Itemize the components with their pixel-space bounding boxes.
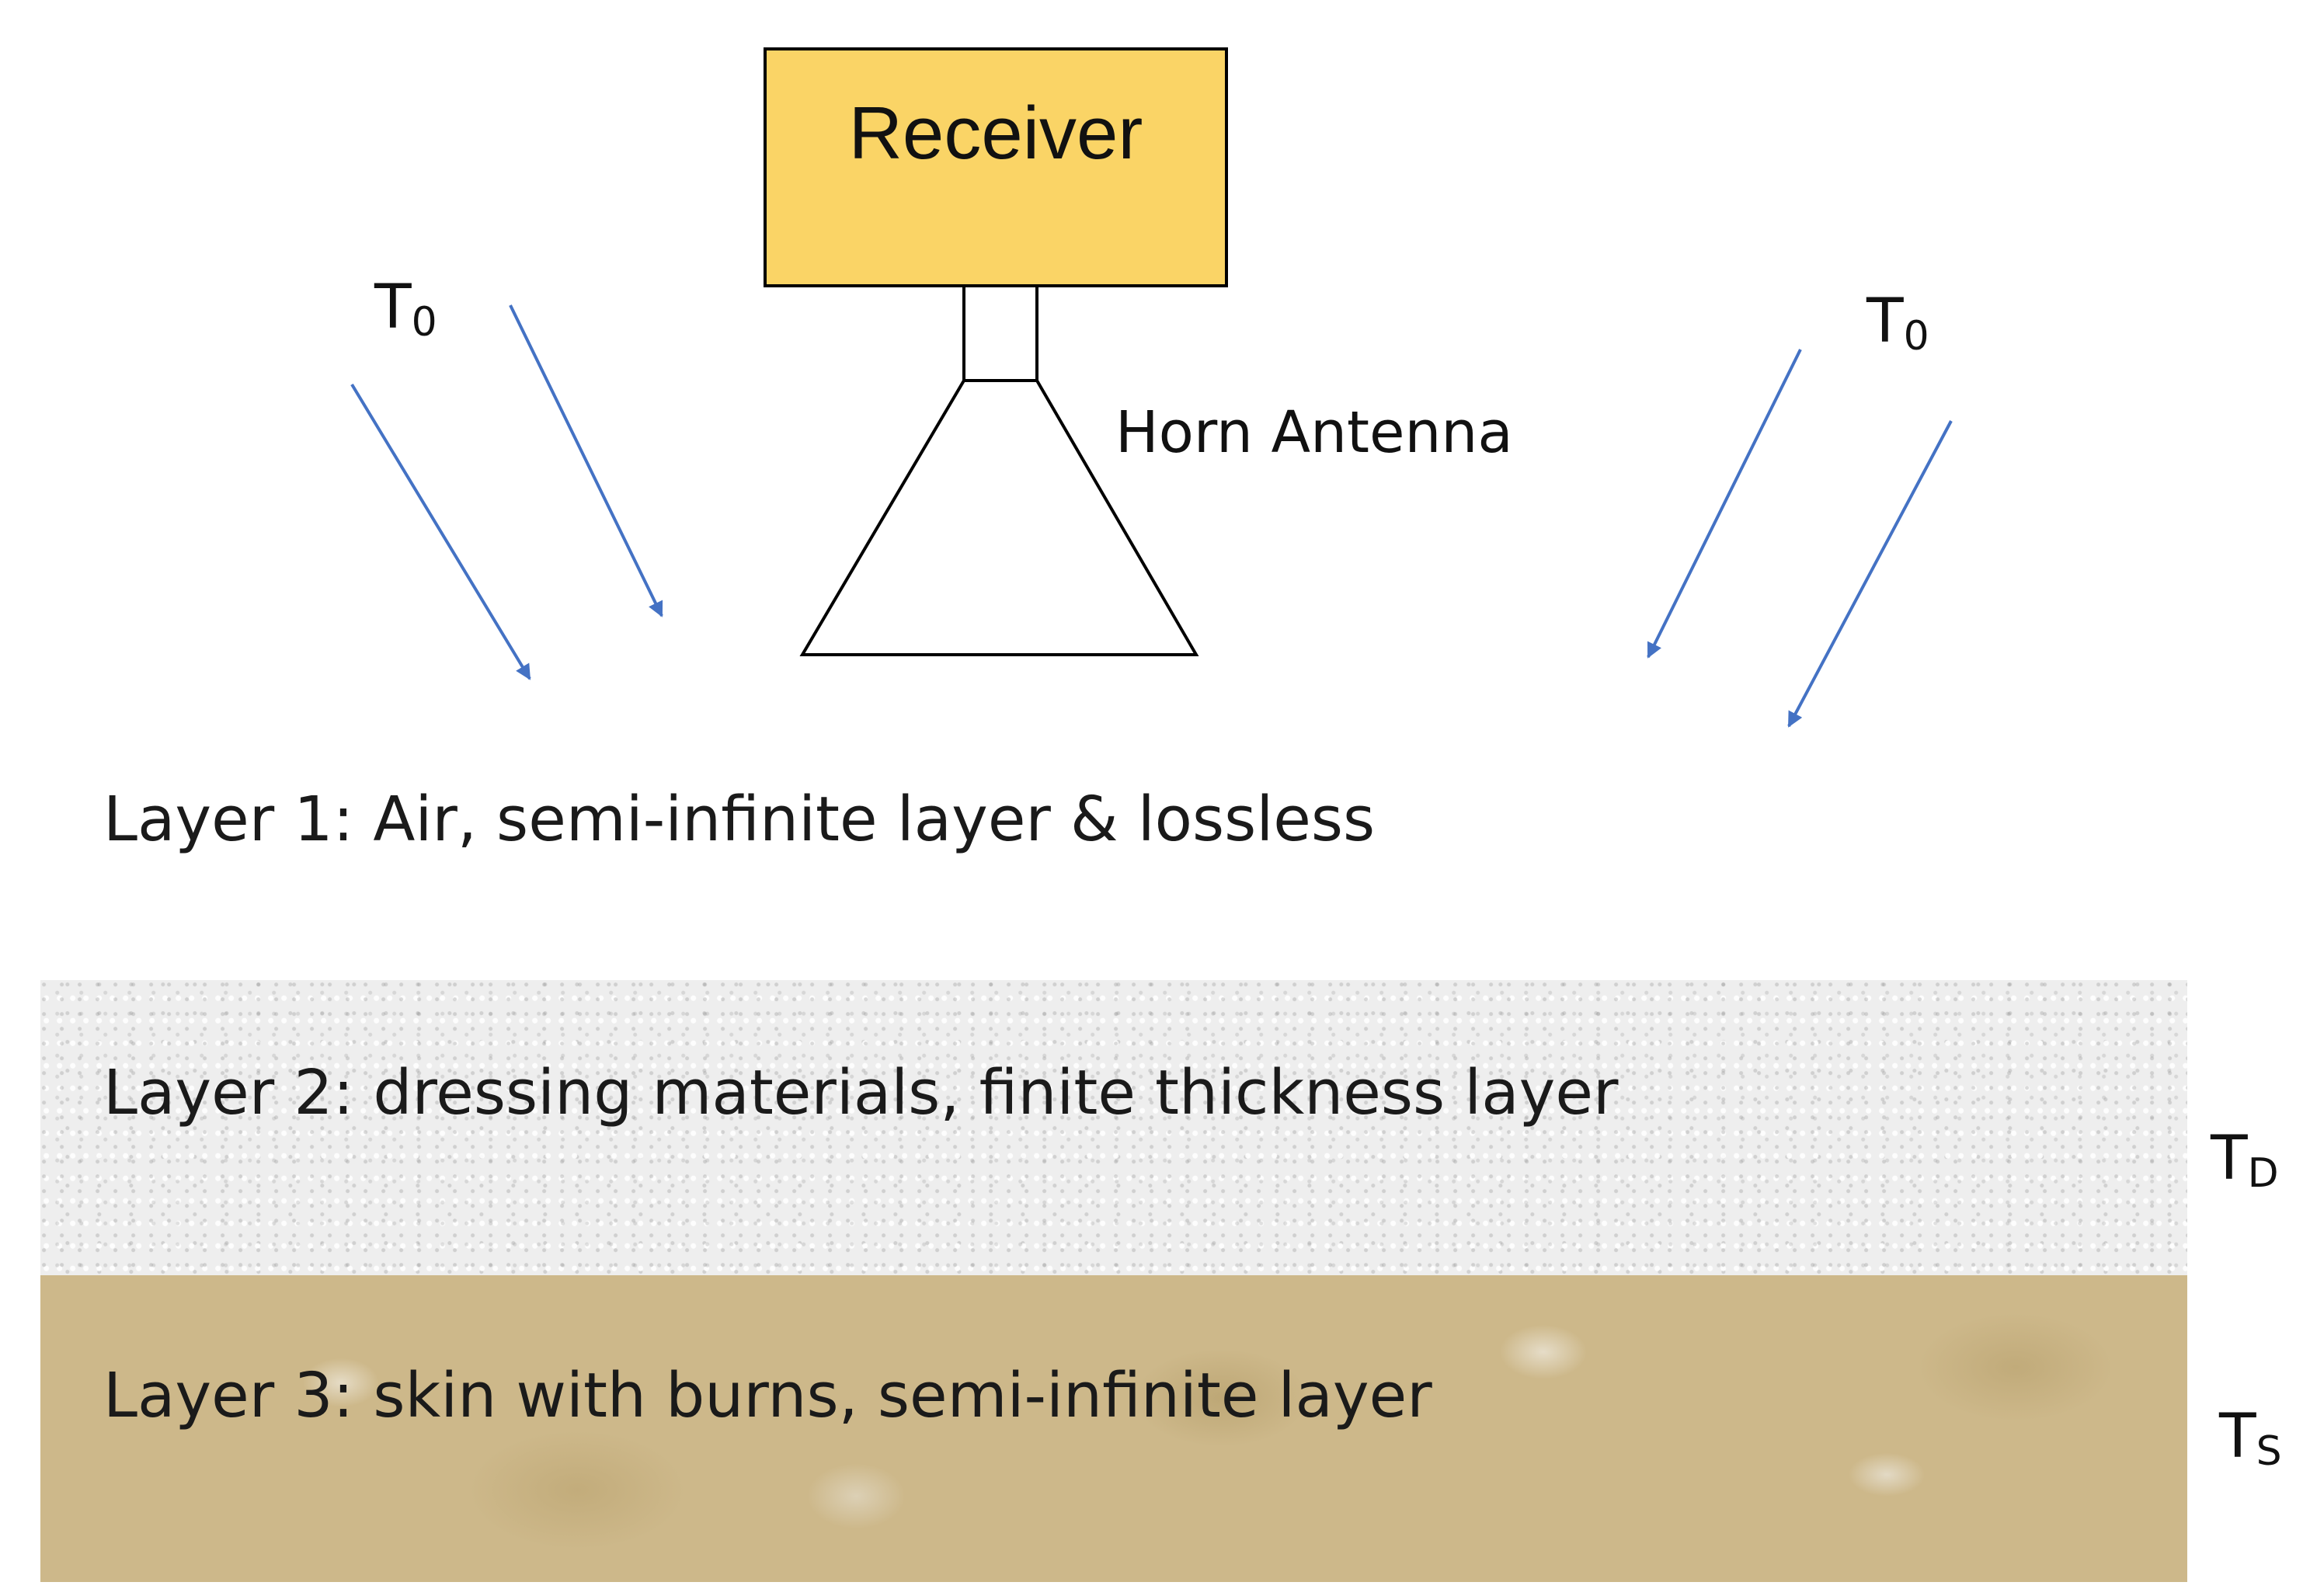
receiver-label: Receiver	[848, 92, 1143, 175]
layer-3-skin-band	[40, 1275, 2187, 1582]
temperature-subscript: S	[2256, 1428, 2282, 1475]
receiver-box	[764, 47, 1228, 287]
temperature-subscript: 0	[411, 299, 437, 346]
temperature-symbol: T	[2219, 1402, 2256, 1472]
temperature-symbol: T	[374, 273, 412, 342]
layer-2-dressing-band	[40, 980, 2187, 1275]
temperature-t0-right: T0	[1866, 291, 1929, 356]
layer-1-label: Layer 1: Air, semi-infinite layer & loss…	[103, 784, 1376, 855]
radiation-arrow-right-1	[1647, 349, 1802, 659]
radiation-arrow-right-2	[1787, 420, 1953, 728]
antenna-waveguide	[962, 284, 1038, 382]
temperature-symbol: T	[2211, 1124, 2248, 1194]
temperature-ts: TS	[2219, 1406, 2282, 1472]
temperature-subscript: D	[2247, 1150, 2279, 1197]
layer-2-label: Layer 2: dressing materials, finite thic…	[103, 1057, 1619, 1128]
radiation-arrow-left-1	[350, 383, 531, 680]
layer-3-label: Layer 3: skin with burns, semi-infinite …	[103, 1360, 1432, 1431]
horn-antenna-label: Horn Antenna	[1115, 399, 1513, 466]
temperature-td: TD	[2211, 1128, 2279, 1194]
temperature-t0-left: T0	[374, 277, 437, 342]
horn-antenna-shape	[799, 379, 1199, 656]
radiation-arrow-left-2	[509, 304, 663, 617]
temperature-symbol: T	[1866, 287, 1904, 356]
temperature-subscript: 0	[1903, 313, 1929, 360]
